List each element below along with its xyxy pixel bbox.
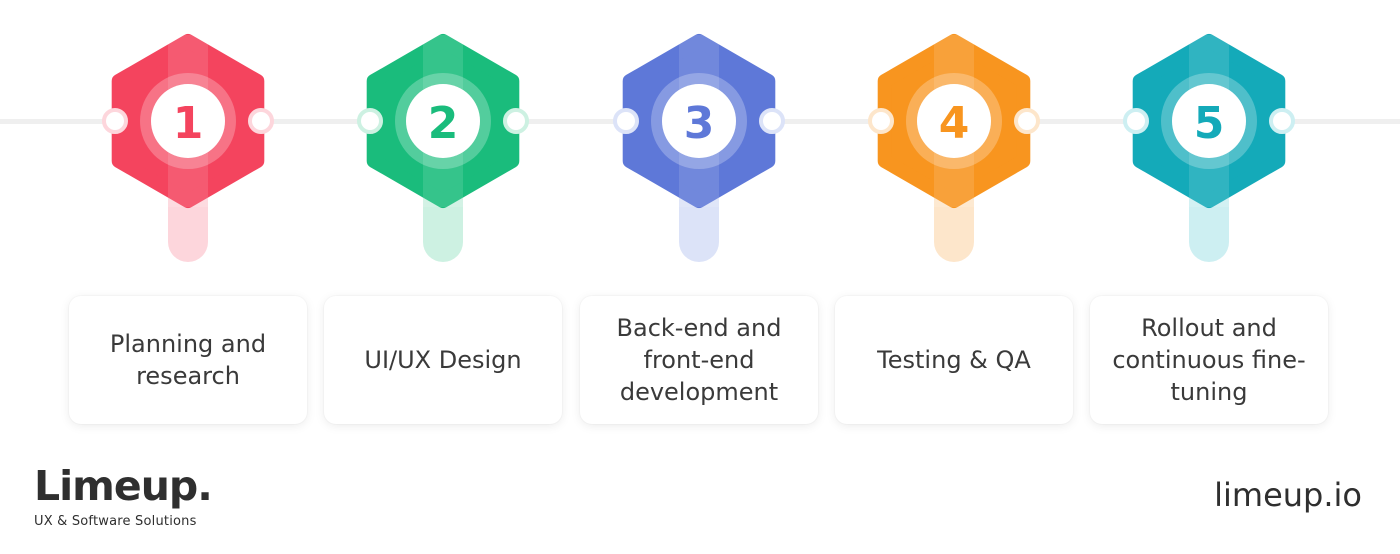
step-3-node: 3 xyxy=(613,34,785,262)
step-number: 4 xyxy=(939,98,970,149)
step-1-node: 1 xyxy=(102,34,274,262)
connector-dot xyxy=(357,108,383,134)
process-timeline: 1 2 3 4 5 xyxy=(0,34,1400,262)
connector-dot xyxy=(1123,108,1149,134)
connector-dot xyxy=(248,108,274,134)
number-circle xyxy=(662,84,736,158)
step-4-card: Testing & QA xyxy=(835,296,1073,424)
step-2-node: 2 xyxy=(357,34,529,262)
step-label: UI/UX Design xyxy=(364,346,522,374)
step-5-card: Rollout and continuous fine- tuning xyxy=(1090,296,1328,424)
step-1-card: Planning and research xyxy=(69,296,307,424)
number-circle xyxy=(917,84,991,158)
step-number: 1 xyxy=(173,98,204,149)
connector-dot xyxy=(613,108,639,134)
number-circle xyxy=(1172,84,1246,158)
connector-dot xyxy=(102,108,128,134)
website-link[interactable]: limeup.io xyxy=(1214,476,1362,514)
connector-dot xyxy=(1269,108,1295,134)
step-label: Rollout and continuous fine- tuning xyxy=(1112,314,1306,406)
step-label: Planning and research xyxy=(109,330,267,390)
step-number: 2 xyxy=(428,98,459,149)
step-3-card: Back-end and front-end development xyxy=(580,296,818,424)
brand-logo: Limeup. UX & Software Solutions xyxy=(34,462,213,529)
step-5-node: 5 xyxy=(1123,34,1295,262)
connector-dot xyxy=(503,108,529,134)
step-4-node: 4 xyxy=(868,34,1040,262)
connector-dot xyxy=(759,108,785,134)
step-label: Testing & QA xyxy=(877,346,1031,374)
brand-name: Limeup. xyxy=(34,462,213,510)
step-label: Back-end and front-end development xyxy=(616,314,782,406)
connector-dot xyxy=(868,108,894,134)
number-circle xyxy=(151,84,225,158)
step-number: 3 xyxy=(684,98,715,149)
connector-dot xyxy=(1014,108,1040,134)
number-circle xyxy=(406,84,480,158)
brand-tagline: UX & Software Solutions xyxy=(34,514,197,529)
step-number: 5 xyxy=(1194,98,1225,149)
step-2-card: UI/UX Design xyxy=(324,296,562,424)
